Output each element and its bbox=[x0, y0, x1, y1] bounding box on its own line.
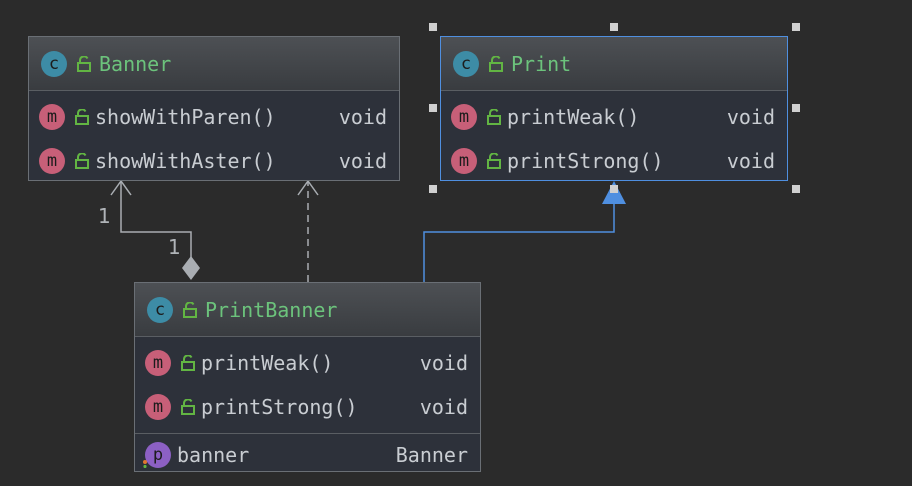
resize-handle-top[interactable] bbox=[610, 23, 618, 31]
aggregation-arrowhead bbox=[110, 179, 132, 196]
field-name: banner bbox=[177, 443, 250, 467]
method-icon: m bbox=[451, 104, 477, 130]
method-icon: m bbox=[39, 148, 65, 174]
method-icon: m bbox=[145, 350, 171, 376]
method-name: printStrong() bbox=[507, 149, 664, 173]
method-icon: m bbox=[39, 104, 65, 130]
resize-handle-right[interactable] bbox=[792, 104, 800, 112]
class-printbanner[interactable]: c PrintBanner m printWeak() void m print… bbox=[134, 282, 481, 472]
resize-handle-top-left[interactable] bbox=[429, 23, 437, 31]
public-visibility-icon bbox=[77, 55, 91, 72]
aggregation-diamond bbox=[182, 256, 200, 280]
class-name: PrintBanner bbox=[205, 297, 338, 322]
association-source-multiplicity: 1 bbox=[98, 204, 111, 228]
method-name: showWithParen() bbox=[95, 105, 276, 129]
class-print-header[interactable]: c Print bbox=[441, 37, 787, 91]
method-row[interactable]: m printWeak() void bbox=[135, 341, 480, 385]
method-return-type: void bbox=[419, 351, 468, 375]
class-printbanner-header[interactable]: c PrintBanner bbox=[135, 283, 480, 337]
method-row[interactable]: m showWithParen() void bbox=[29, 95, 399, 139]
method-row[interactable]: m printStrong() void bbox=[135, 385, 480, 429]
method-return-type: void bbox=[338, 149, 387, 173]
association-target-multiplicity: 1 bbox=[168, 235, 181, 259]
method-row[interactable]: m printStrong() void bbox=[441, 139, 787, 183]
class-banner-header[interactable]: c Banner bbox=[29, 37, 399, 91]
dependency-arrowhead bbox=[297, 179, 319, 196]
property-icon: p bbox=[143, 442, 171, 468]
method-return-type: void bbox=[726, 149, 775, 173]
field-type: Banner bbox=[395, 443, 468, 467]
method-return-type: void bbox=[338, 105, 387, 129]
property-letter: p bbox=[152, 445, 164, 465]
method-return-type: void bbox=[419, 395, 468, 419]
public-visibility-icon bbox=[75, 109, 89, 125]
resize-handle-bottom-left[interactable] bbox=[429, 185, 437, 193]
public-visibility-icon bbox=[183, 301, 197, 318]
field-section-divider bbox=[135, 433, 480, 434]
method-name: showWithAster() bbox=[95, 149, 276, 173]
method-name: printWeak() bbox=[201, 351, 334, 375]
method-name: printWeak() bbox=[507, 105, 640, 129]
public-visibility-icon bbox=[487, 109, 501, 125]
resize-handle-bottom-right[interactable] bbox=[792, 185, 800, 193]
method-row[interactable]: m showWithAster() void bbox=[29, 139, 399, 183]
method-row[interactable]: m printWeak() void bbox=[441, 95, 787, 139]
class-name: Banner bbox=[99, 51, 172, 76]
public-visibility-icon bbox=[181, 355, 195, 371]
generalization-line[interactable] bbox=[423, 202, 615, 282]
resize-handle-top-right[interactable] bbox=[792, 23, 800, 31]
method-icon: m bbox=[451, 148, 477, 174]
resize-handle-left[interactable] bbox=[429, 104, 437, 112]
field-access-dots-icon bbox=[143, 460, 147, 468]
method-name: printStrong() bbox=[201, 395, 358, 419]
class-icon: c bbox=[453, 50, 479, 77]
class-name: Print bbox=[511, 51, 572, 76]
class-print[interactable]: c Print m printWeak() void m printStrong… bbox=[440, 36, 788, 181]
public-visibility-icon bbox=[181, 399, 195, 415]
resize-handle-bottom[interactable] bbox=[610, 185, 618, 193]
method-return-type: void bbox=[726, 105, 775, 129]
public-visibility-icon bbox=[489, 55, 503, 72]
public-visibility-icon bbox=[75, 153, 89, 169]
class-icon: c bbox=[147, 296, 173, 323]
public-visibility-icon bbox=[487, 153, 501, 169]
class-banner[interactable]: c Banner m showWithParen() void m showWi… bbox=[28, 36, 400, 181]
class-icon: c bbox=[41, 50, 67, 77]
method-icon: m bbox=[145, 394, 171, 420]
field-row[interactable]: p banner Banner bbox=[135, 434, 480, 476]
